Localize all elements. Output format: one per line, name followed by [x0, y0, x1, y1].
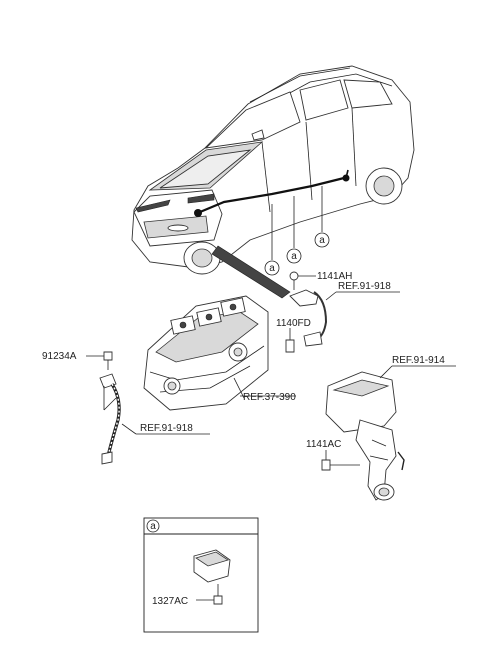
- bolt-1141AH: [289, 271, 316, 290]
- ref-91-918-top: REF.91-918: [338, 281, 391, 292]
- ref-91-914: REF.91-914: [392, 355, 445, 366]
- label-91234A: 91234A: [42, 351, 77, 362]
- ground-cable-left: [99, 373, 210, 465]
- connector-1327AC: [193, 549, 231, 605]
- motor-assembly: [143, 295, 296, 411]
- detail-box-a: a: [143, 517, 259, 633]
- vehicle-illustration: [131, 65, 415, 299]
- label-1141AC: 1141AC: [306, 439, 341, 450]
- ref-37-390: REF.37-390: [243, 392, 296, 403]
- callout-a-3-text: a: [319, 235, 325, 246]
- bolt-1140FD: [285, 328, 295, 353]
- vehicle-callouts: a a a: [264, 186, 330, 276]
- bolt-1141AC: [321, 450, 360, 471]
- callout-a-1-text: a: [269, 263, 275, 274]
- bolt-91234A: [86, 351, 113, 370]
- label-1327AC: 1327AC: [152, 596, 188, 607]
- callout-a-2-text: a: [291, 251, 297, 262]
- ref-91-918-left: REF.91-918: [140, 423, 193, 434]
- bracket-cable-top: [289, 289, 400, 347]
- label-1141AH: 1141AH: [317, 271, 352, 282]
- callout-a-3: [314, 232, 330, 248]
- callout-a-1: [264, 260, 280, 276]
- detail-box-callout: [146, 519, 160, 533]
- charger-assembly: [325, 365, 456, 501]
- detail-box-letter: a: [150, 521, 156, 532]
- motor-ports: [170, 297, 246, 335]
- callout-a-2: [286, 248, 302, 264]
- label-1140FD: 1140FD: [276, 318, 311, 329]
